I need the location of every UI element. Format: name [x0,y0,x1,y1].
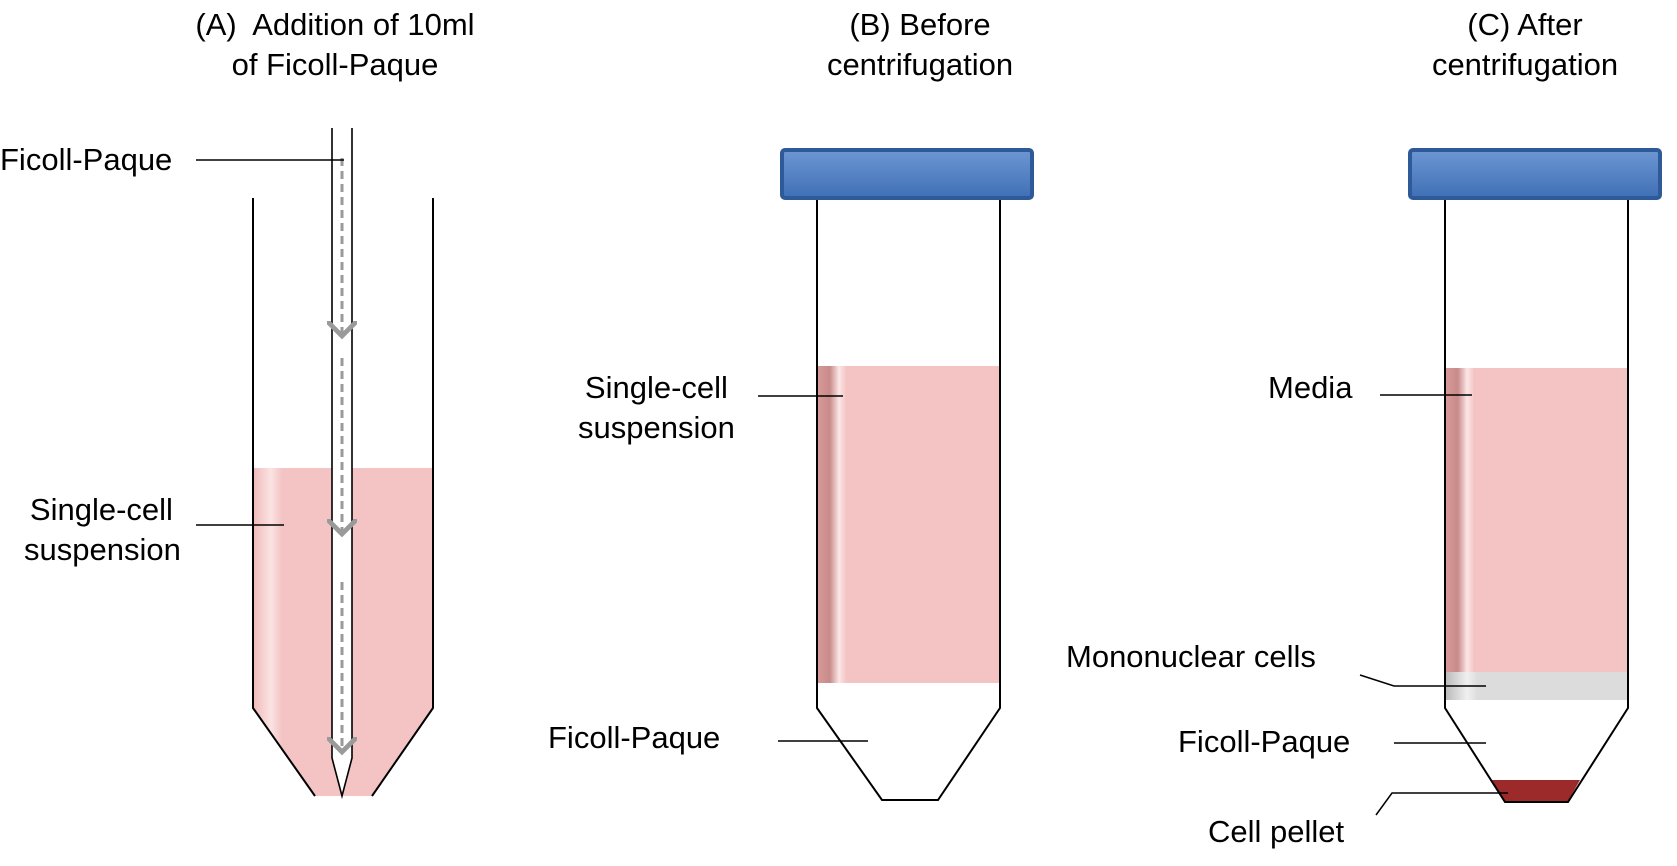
panel-a-tube-outline [252,198,434,797]
panel-a-title: (A) Addition of 10ml of Ficoll-Paque [150,5,520,85]
label-ficoll-paque-b: Ficoll-Paque [548,720,721,755]
panel-a-title-line1: (A) Addition of 10ml [195,7,475,42]
panel-c-title-line2: centrifugation [1431,47,1619,82]
label-line: Single-cell [584,370,728,405]
panel-b-title-line1: (B) Before [849,7,991,42]
label-single-cell-suspension-a: Single-cell suspension [22,490,181,570]
label-line: suspension [24,532,181,567]
panel-b-suspension-liquid [817,366,1000,683]
panel-c-title-line1: (C) After [1467,7,1583,42]
panel-c-tube-cap [1408,148,1662,200]
leader-line [1359,674,1486,687]
panel-b-title-line2: centrifugation [826,47,1014,82]
panel-c-mononuclear-layer [1445,672,1628,700]
panel-b-tube-cap [780,148,1034,200]
label-ficoll-paque-c: Ficoll-Paque [1178,724,1351,759]
label-line: Single-cell [29,492,173,527]
panel-c-media-layer [1445,368,1628,672]
panel-b-tube [780,148,1034,801]
panel-b-title: (B) Before centrifugation [770,5,1070,85]
panel-a-pipette [332,128,352,800]
panel-c-title: (C) After centrifugation [1375,5,1675,85]
panel-b-tube-outline [816,198,1001,801]
label-mononuclear-cells: Mononuclear cells [1066,639,1316,674]
label-media: Media [1268,370,1353,405]
leader-line [1375,792,1508,816]
label-single-cell-suspension-b: Single-cell suspension [578,368,735,448]
panel-c-tube [1408,148,1662,803]
panel-c-cell-pellet [1492,780,1580,801]
panel-c-tube-outline [1444,198,1629,803]
label-cell-pellet: Cell pellet [1208,814,1345,849]
panel-a-title-line2: of Ficoll-Paque [231,47,439,82]
label-ficoll-paque-a: Ficoll-Paque [0,142,173,177]
label-line: suspension [578,410,735,445]
